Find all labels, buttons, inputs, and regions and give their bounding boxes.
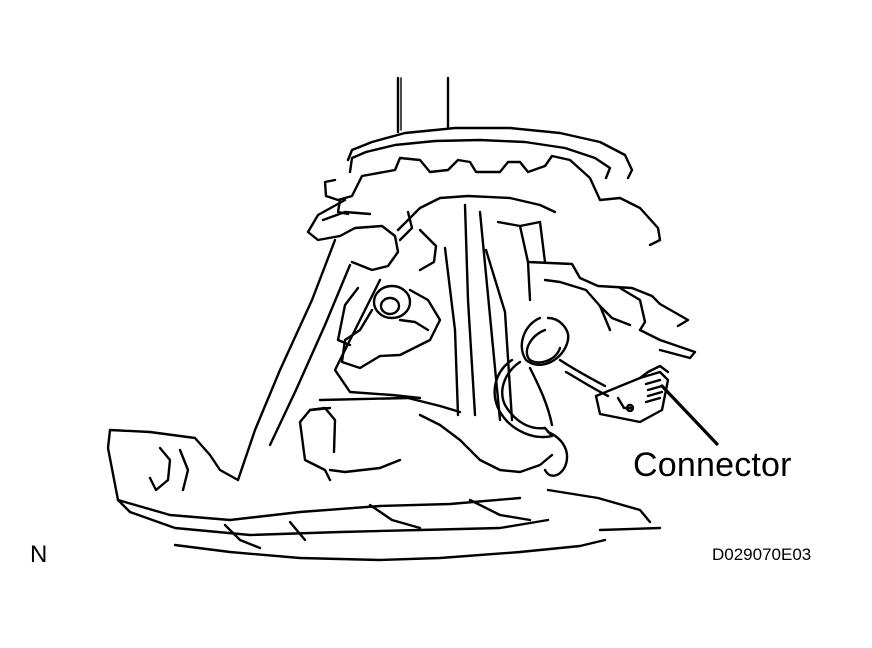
- connector-callout-label: Connector: [633, 446, 792, 484]
- shift-shaft: [396, 76, 450, 134]
- connector-part: [594, 364, 670, 424]
- view-code-label: N: [30, 541, 48, 568]
- figure-id-label: D029070E03: [712, 545, 812, 564]
- connector-leader-line: [660, 384, 719, 446]
- wire-harness: [493, 316, 610, 477]
- base-plate: [173, 396, 662, 562]
- shifter-body: [443, 203, 697, 422]
- pivot-bolt: [340, 284, 442, 370]
- top-plate: [323, 126, 662, 247]
- upper-bracket: [306, 194, 557, 272]
- lower-casing: [106, 238, 550, 537]
